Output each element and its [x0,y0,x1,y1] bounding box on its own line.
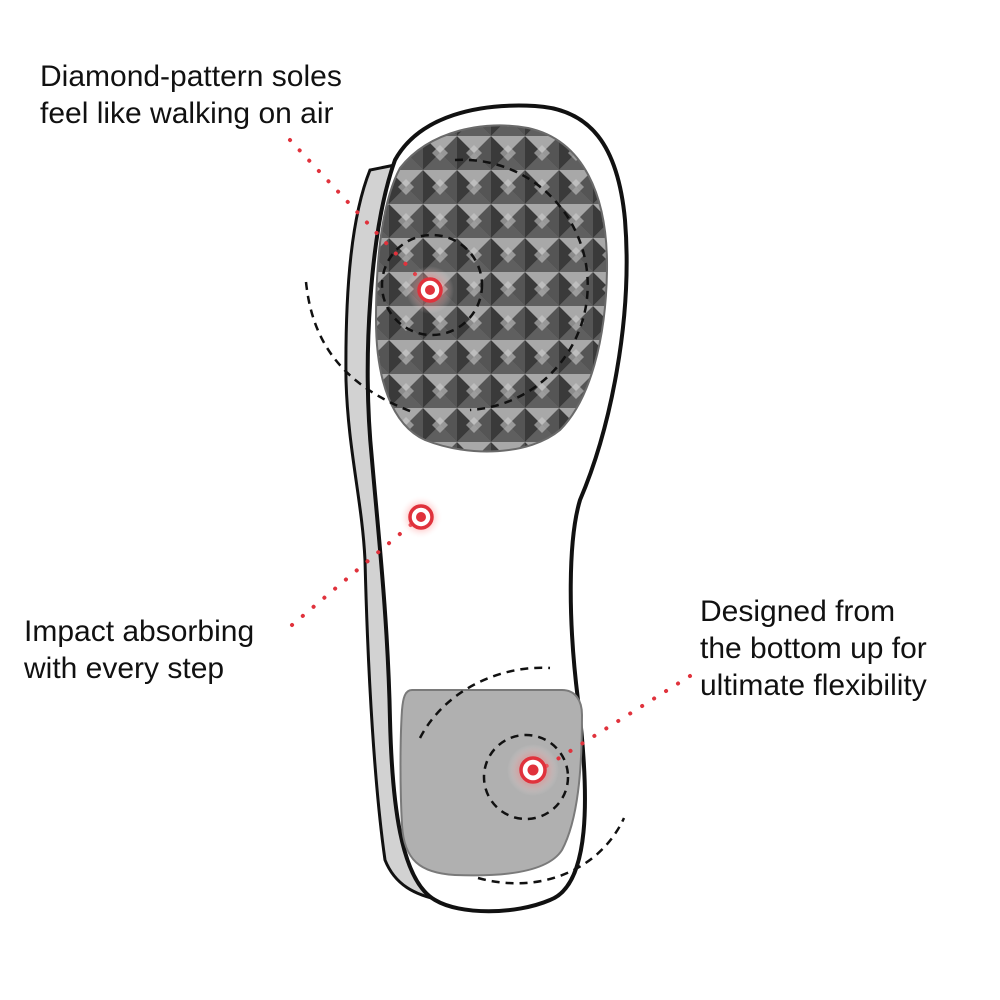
leader-lines [288,138,692,772]
leader-line-impact [290,515,422,627]
marker-arch [399,495,443,539]
leader-line-diamond [288,138,430,290]
callout-diamond-pattern: Diamond-pattern soles feel like walking … [40,58,342,132]
marker-heel [507,744,559,796]
callout-impact-absorbing: Impact absorbing with every step [24,613,254,687]
forefoot-diamond-pad [374,124,609,453]
callout-diamond-line-2: feel like walking on air [40,97,334,130]
dashed-arcs [304,158,626,885]
heel-target-ring [482,733,570,821]
heel-pad [399,689,584,877]
callout-diamond-line-1: Diamond-pattern soles [40,60,342,93]
forefoot-large-arc [454,158,589,412]
forefoot-target-ring [380,233,484,337]
callout-flex-line-1: Designed from [700,595,896,628]
callout-impact-line-1: Impact absorbing [24,615,255,648]
heel-bottom-arc [477,817,626,885]
callout-flex-line-3: ultimate flexibility [700,669,927,702]
callout-flexibility: Designed from the bottom up for ultimate… [700,593,927,704]
callout-flex-line-2: the bottom up for [700,632,927,665]
left-sweep-arc [304,281,416,415]
marker-forefoot [406,266,454,314]
leader-line-flexibility [538,674,692,772]
heel-top-arc [418,666,551,739]
callout-impact-line-2: with every step [24,652,225,685]
